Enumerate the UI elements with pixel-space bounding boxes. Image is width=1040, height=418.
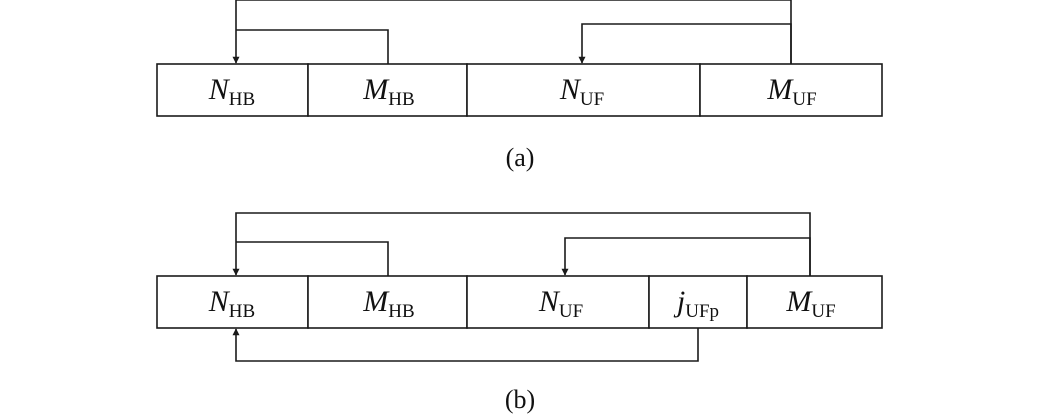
cell-a-n-uf (466, 63, 701, 117)
arrow-b-muf-to-nhb (232, 212, 811, 276)
label-b-n-hb: NHB (208, 285, 255, 322)
cell-b-n-hb (156, 275, 309, 329)
arrow-a-muf-to-nuf (578, 23, 792, 64)
arrow-a-mhb-to-nhb (236, 29, 389, 64)
label-a-n-hb: NHB (208, 73, 255, 110)
label-a-m-uf: MUF (766, 73, 816, 110)
cell-a-n-hb (156, 63, 309, 117)
arrow-b-mhb-to-nhb (236, 241, 389, 276)
label-a-n-uf: NUF (559, 73, 604, 110)
label-b-m-hb: MHB (362, 285, 414, 322)
cell-b-n-uf (466, 275, 650, 329)
label-a-m-hb: MHB (362, 73, 414, 110)
arrow-b-jufp-to-nhb (232, 328, 699, 362)
caption-b: (b) (505, 385, 535, 414)
diagram-b: NHB MHB NUF jUFp MUF (b) (156, 212, 883, 414)
cell-a-m-uf (699, 63, 883, 117)
cell-a-m-hb (307, 63, 468, 117)
cell-b-m-hb (307, 275, 468, 329)
label-b-j-ufp: jUFp (673, 285, 719, 322)
cell-b-m-uf (746, 275, 883, 329)
label-b-m-uf: MUF (785, 285, 835, 322)
diagram-a: NHB MHB NUF MUF (a) (156, 0, 883, 172)
arrow-a-muf-to-nhb (232, 0, 792, 64)
label-b-n-uf: NUF (538, 285, 583, 322)
caption-a: (a) (506, 143, 535, 172)
arrow-b-muf-to-nuf (561, 237, 811, 276)
